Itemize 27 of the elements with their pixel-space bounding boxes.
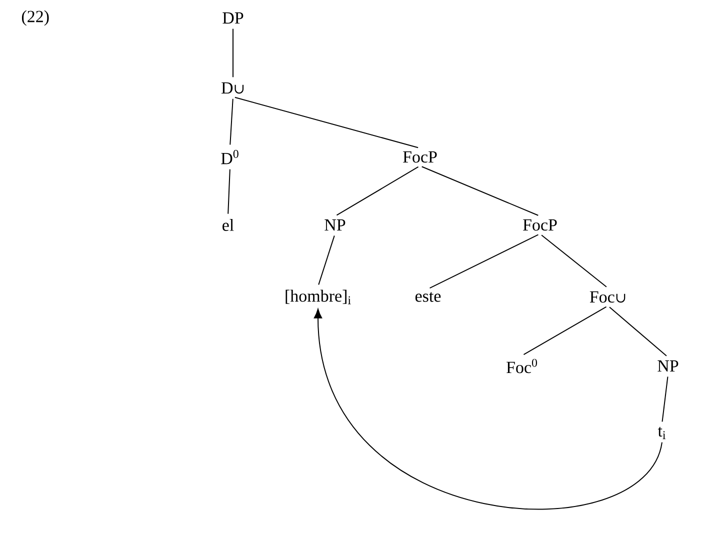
tree-label: DP	[222, 12, 244, 24]
branch-line	[232, 28, 234, 78]
tree-label: NP	[324, 219, 346, 231]
branch-line	[336, 166, 419, 216]
tree-label: FocP	[403, 151, 437, 163]
branch-line	[609, 306, 667, 356]
movement-arrow	[314, 308, 662, 510]
branch-line	[429, 234, 539, 289]
tree-label: t$_{i}$	[658, 426, 666, 440]
branch-line	[421, 166, 539, 216]
tree-label: Foc∪	[590, 291, 626, 303]
tree-label: D∪	[222, 82, 244, 94]
tree-label: este	[415, 292, 441, 302]
branch-line	[541, 234, 607, 288]
example-number: (22)	[22, 10, 49, 26]
tree-label: NP	[658, 360, 678, 372]
branch-line	[662, 376, 668, 422]
tree-label: el	[222, 219, 234, 231]
branch-line	[230, 98, 234, 146]
branch-line	[523, 306, 607, 356]
branch-line	[234, 96, 419, 148]
tree-label: Foc$^{0}$	[506, 358, 538, 374]
tree-label: FocP	[523, 219, 557, 231]
tree-label: [hombre]$_{i}$	[286, 290, 351, 304]
tree-label: D$^{0}$	[221, 150, 238, 164]
branch-line	[318, 235, 335, 286]
branch-line	[228, 168, 230, 214]
